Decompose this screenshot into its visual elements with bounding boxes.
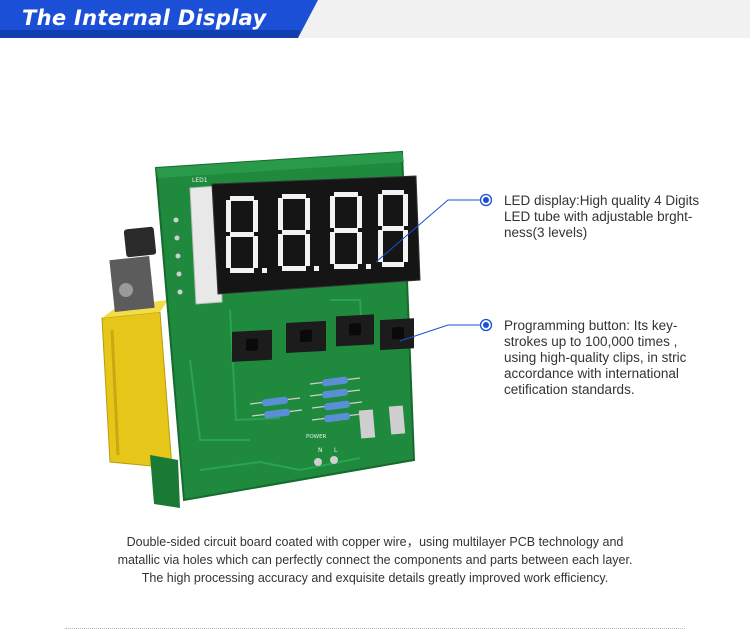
led-digits <box>226 190 408 273</box>
led-display-callout: LED display:High quality 4 Digits LED tu… <box>504 193 729 241</box>
footer-divider <box>65 628 685 629</box>
callout-line: LED tube with adjustable brght- <box>504 209 693 224</box>
programming-buttons <box>232 314 414 362</box>
silkscreen-power-label: POWER <box>306 434 327 440</box>
description-line: matallic via holes which can perfectly c… <box>117 553 633 567</box>
button-callout-pointer <box>399 318 493 342</box>
callout-line: using high-quality clips, in stric <box>504 350 687 365</box>
banner-background <box>0 0 750 38</box>
programming-button-callout: Programming button: Its key- strokes up … <box>504 318 729 398</box>
callout-line: Programming button: Its key- <box>504 318 678 333</box>
callout-line: accordance with international <box>504 366 679 381</box>
silkscreen-led-label: LED1 <box>192 177 208 184</box>
callout-line: ness(3 levels) <box>504 225 588 240</box>
header-banner: The Internal Display <box>0 0 750 38</box>
silkscreen-n-label: N <box>318 447 323 454</box>
callout-line: strokes up to 100,000 times , <box>504 334 678 349</box>
description-line: Double-sided circuit board coated with c… <box>126 535 624 549</box>
board-description: Double-sided circuit board coated with c… <box>60 533 690 587</box>
callout-line: cetification standards. <box>504 382 635 397</box>
led-callout-pointer <box>375 193 493 263</box>
page-title: The Internal Display <box>22 6 267 30</box>
silkscreen-l-label: L <box>334 447 338 454</box>
description-line: The high processing accuracy and exquisi… <box>141 571 609 585</box>
callout-line: LED display:High quality 4 Digits <box>504 193 700 208</box>
